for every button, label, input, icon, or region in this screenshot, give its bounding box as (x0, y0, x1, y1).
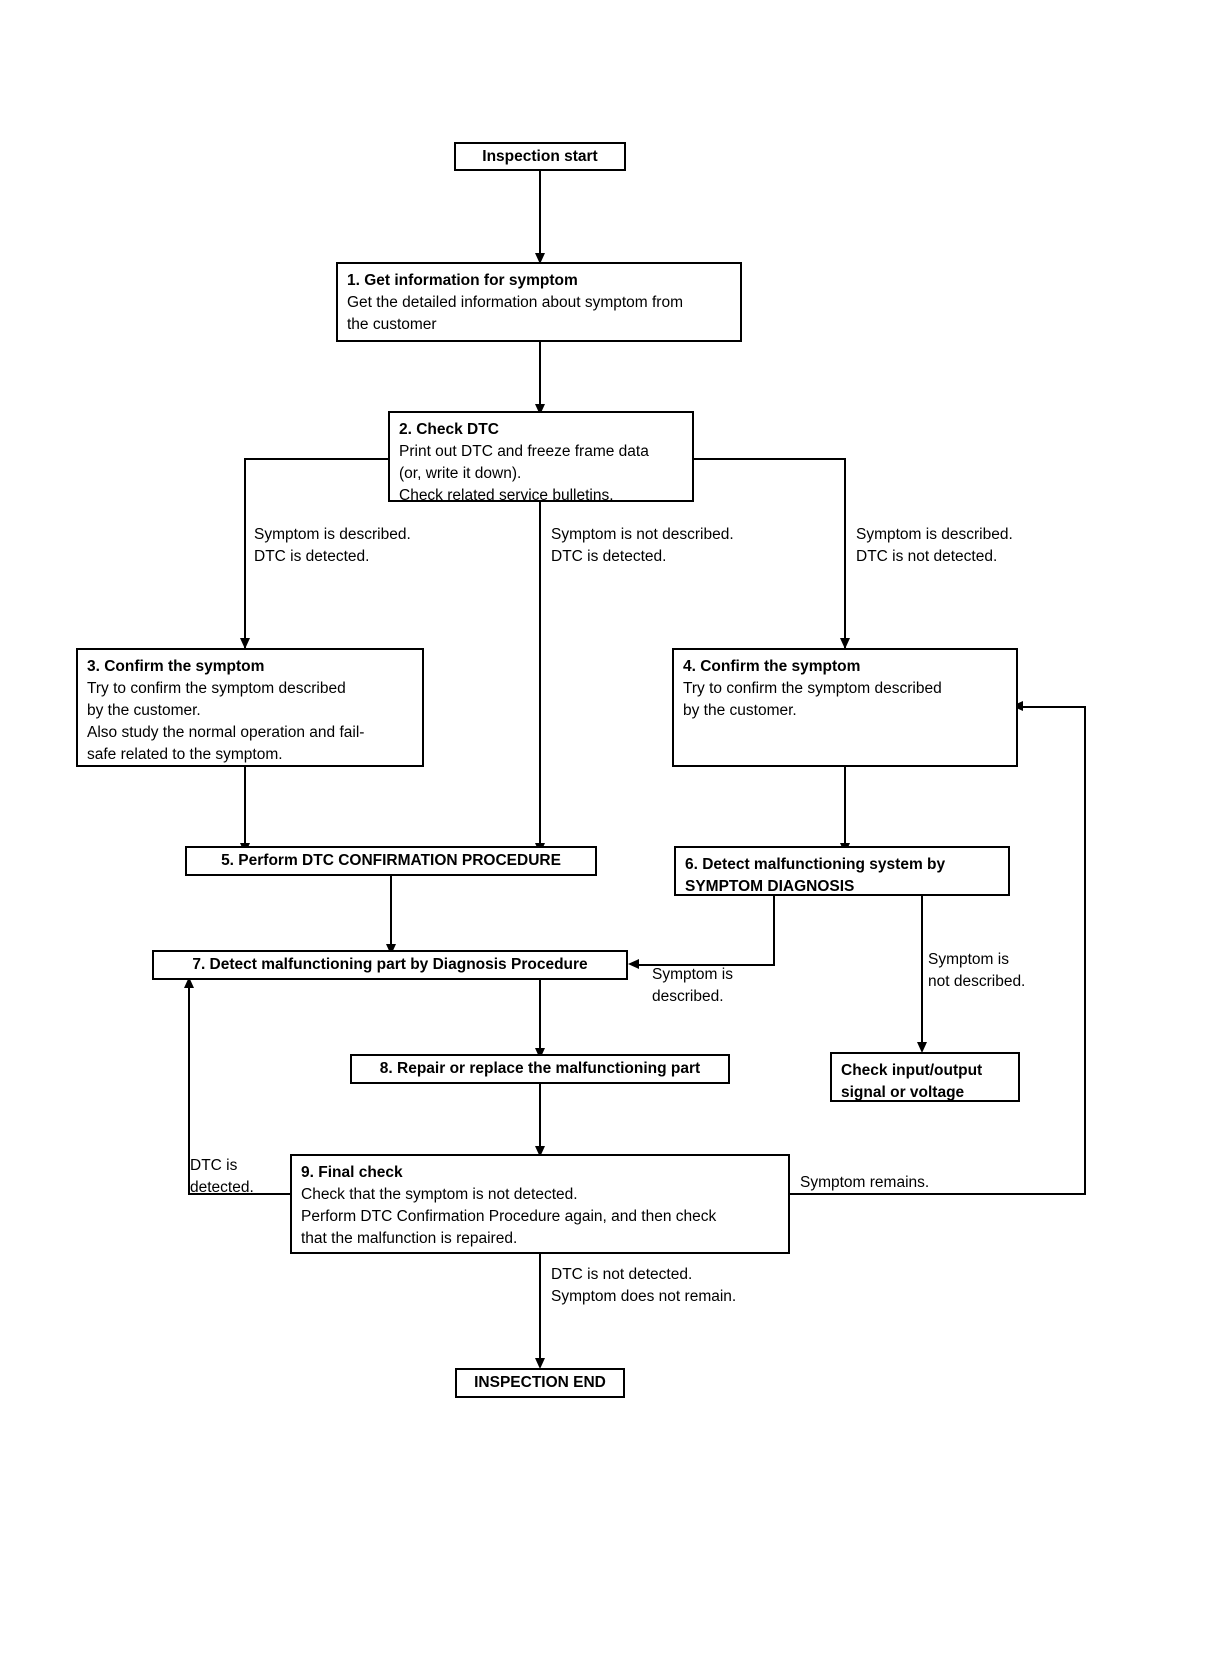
arrowhead-start-to-1 (535, 253, 545, 264)
node-9-final-check: 9. Final check Check that the symptom is… (290, 1154, 790, 1254)
node-8-repair-or-replace: 8. Repair or replace the malfunctioning … (350, 1054, 730, 1084)
node-7-title: 7. Detect malfunctioning part by Diagnos… (192, 956, 588, 973)
connector-2-middle-to-5 (539, 502, 541, 847)
node-inspection-start: Inspection start (454, 142, 626, 171)
node-inspection-end: INSPECTION END (455, 1368, 625, 1398)
edge-label-symptom-described: Symptom is described. (652, 966, 733, 1006)
arrowhead-6-to-7 (628, 959, 639, 969)
arrowhead-2-to-3 (240, 638, 250, 649)
node-4-title: 4. Confirm the symptom (683, 658, 861, 675)
node-3-confirm-symptom: 3. Confirm the symptom Try to confirm th… (76, 648, 424, 767)
arrowhead-5-to-7 (386, 944, 396, 955)
arrowhead-2-to-4 (840, 638, 850, 649)
node-1-title: 1. Get information for symptom (347, 272, 578, 289)
connector-9-loop-left (188, 1193, 292, 1195)
edge-label-branch-left: Symptom is described. DTC is detected. (254, 526, 411, 566)
edge-label-branch-middle: Symptom is not described. DTC is detecte… (551, 526, 734, 566)
edge-label-symptom-not-described: Symptom is not described. (928, 951, 1026, 991)
node-2-title: 2. Check DTC (399, 421, 499, 438)
edge-label-dtc-detected: DTC is detected. (190, 1157, 254, 1197)
connector-9-loop-right-up (1084, 706, 1086, 1195)
arrowhead-6-to-check-io (917, 1042, 927, 1053)
node-4-body: Try to confirm the symptom described by … (683, 680, 942, 719)
node-3-title: 3. Confirm the symptom (87, 658, 265, 675)
node-7-detect-malfunctioning-part: 7. Detect malfunctioning part by Diagnos… (152, 950, 628, 980)
connector-9-loop-up (188, 987, 190, 1195)
connector-6-symptom-described-down (773, 896, 775, 966)
connector-2-left-bus (244, 458, 390, 460)
connector-1-to-2 (539, 342, 541, 408)
node-6-title: 6. Detect malfunctioning system by SYMPT… (685, 856, 946, 895)
connector-5-to-7 (390, 876, 392, 948)
connector-2-right-down (844, 458, 846, 648)
edge-label-symptom-remains: Symptom remains. (800, 1174, 930, 1191)
connector-6-symptom-not-described-down (921, 896, 923, 1048)
node-8-title: 8. Repair or replace the malfunctioning … (379, 1060, 701, 1077)
node-1-body: Get the detailed information about sympt… (347, 294, 683, 333)
node-4-confirm-symptom: 4. Confirm the symptom Try to confirm th… (672, 648, 1018, 767)
connector-6-symptom-described-left (634, 964, 775, 966)
edge-label-final-pass: DTC is not detected. Symptom does not re… (551, 1266, 737, 1306)
edge-label-branch-right: Symptom is described. DTC is not detecte… (856, 526, 1013, 566)
node-9-title: 9. Final check (301, 1164, 403, 1181)
connector-8-to-9 (539, 1084, 541, 1150)
node-3-body: Try to confirm the symptom described by … (87, 680, 365, 763)
node-inspection-end-label: INSPECTION END (474, 1374, 606, 1391)
node-9-body: Check that the symptom is not detected. … (301, 1186, 717, 1247)
node-2-body: Print out DTC and freeze frame data (or,… (399, 443, 649, 504)
connector-7-to-8 (539, 980, 541, 1052)
arrowhead-1-to-2 (535, 404, 545, 415)
arrowhead-8-to-9 (535, 1146, 545, 1157)
connector-start-to-1 (539, 171, 541, 257)
connector-9-loop-into-4 (1018, 706, 1086, 708)
node-2-check-dtc: 2. Check DTC Print out DTC and freeze fr… (388, 411, 694, 504)
node-5-dtc-confirmation-procedure: 5. Perform DTC CONFIRMATION PROCEDURE (185, 846, 597, 876)
node-inspection-start-label: Inspection start (482, 147, 598, 165)
connector-3-to-5 (244, 767, 246, 847)
node-5-title: 5. Perform DTC CONFIRMATION PROCEDURE (221, 852, 561, 869)
node-1-get-information: 1. Get information for symptom Get the d… (336, 262, 742, 342)
connector-2-right-bus (692, 458, 846, 460)
arrowhead-9-to-7 (184, 977, 194, 988)
node-check-input-output-signal: Check input/output signal or voltage (830, 1052, 1020, 1102)
connector-2-left-down (244, 458, 246, 648)
connector-9-loop-right (788, 1193, 1086, 1195)
connector-9-to-end (539, 1254, 541, 1366)
node-6-symptom-diagnosis: 6. Detect malfunctioning system by SYMPT… (674, 846, 1010, 896)
arrowhead-9-to-end (535, 1358, 545, 1369)
connector-4-to-6 (844, 767, 846, 847)
node-check-io-title: Check input/output signal or voltage (841, 1062, 983, 1101)
arrowhead-7-to-8 (535, 1048, 545, 1059)
